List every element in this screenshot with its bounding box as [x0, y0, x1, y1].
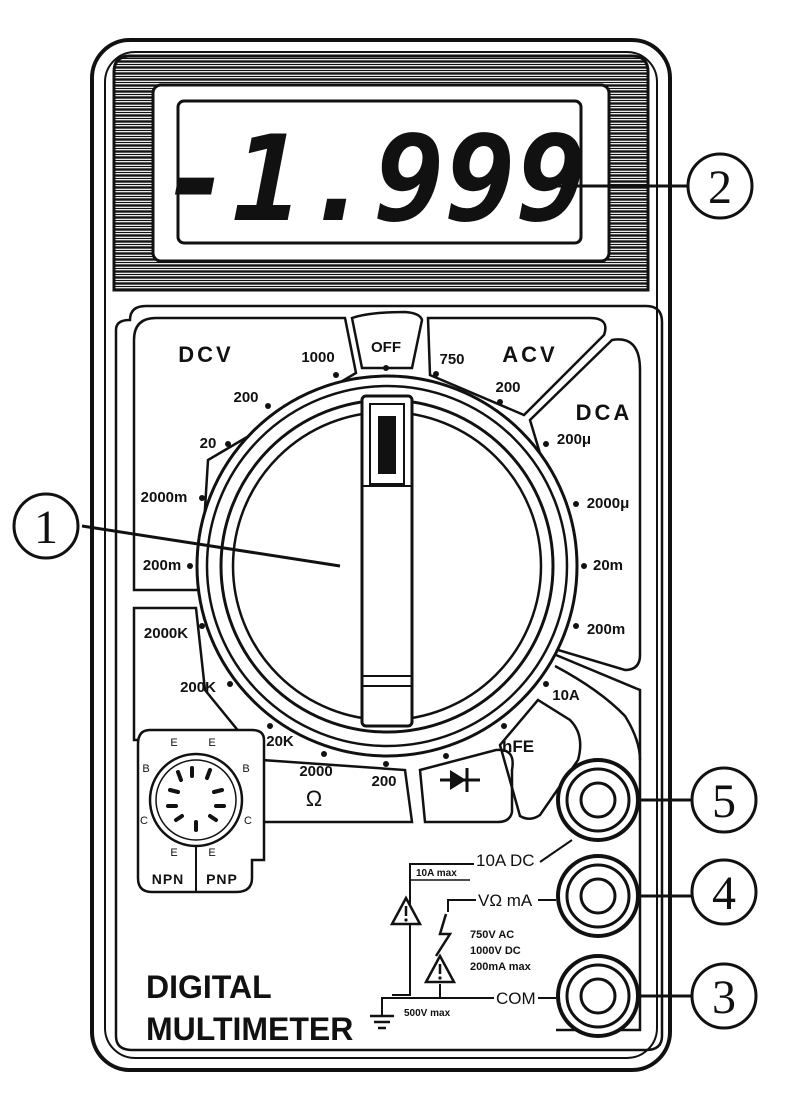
dca-range-200u: 200μ: [557, 431, 591, 448]
label-npn: NPN: [152, 871, 185, 887]
dcv-range-20: 20: [200, 435, 217, 452]
svg-text:E: E: [170, 847, 177, 859]
ohm-range-200: 200: [371, 773, 396, 790]
jack-5[interactable]: [556, 758, 640, 842]
label-com: COM: [496, 989, 536, 1008]
dca-range-10a: 10A: [552, 687, 580, 704]
dcv-range-200: 200: [233, 389, 258, 406]
svg-text:B: B: [142, 763, 149, 775]
svg-text:E: E: [170, 737, 177, 749]
jack-4[interactable]: [556, 854, 640, 938]
dcv-range-1000: 1000: [301, 349, 334, 366]
rotary-switch[interactable]: [195, 374, 579, 758]
svg-text:1: 1: [34, 501, 58, 554]
dcv-range-2000m: 2000m: [141, 489, 188, 506]
callout-1-leader: [81, 524, 341, 568]
diode-icon: [440, 768, 480, 792]
label-v-ohm-ma: VΩ mA: [478, 891, 533, 910]
callout-2: 2: [686, 152, 754, 220]
acv-range-200: 200: [495, 379, 520, 396]
ohm-range-20k: 20K: [266, 733, 294, 750]
ohm-range-2000k: 2000K: [144, 625, 188, 642]
svg-text:E: E: [208, 737, 215, 749]
svg-text:3: 3: [712, 971, 736, 1024]
svg-text:4: 4: [712, 867, 736, 920]
rating-200ma-max: 200mA max: [470, 961, 532, 973]
label-off: OFF: [371, 339, 401, 356]
label-ohm: Ω: [306, 786, 322, 811]
switch-pointer: [378, 416, 396, 474]
dcv-range-200m: 200m: [143, 557, 181, 574]
ground-icon: [370, 1014, 394, 1030]
label-10a-max: 10A max: [416, 868, 457, 879]
label-hfe: hFE: [502, 737, 534, 756]
label-10a-dc: 10A DC: [476, 851, 535, 870]
label-pnp: PNP: [206, 871, 238, 887]
svg-text:2: 2: [708, 161, 732, 214]
svg-text:C: C: [244, 815, 252, 827]
ohm-range-200k: 200K: [180, 679, 216, 696]
svg-text:5: 5: [712, 775, 736, 828]
svg-text:E: E: [208, 847, 215, 859]
rating-1000v-dc: 1000V DC: [470, 945, 521, 957]
callout-5: 5: [690, 766, 758, 834]
callout-4: 4: [690, 858, 758, 926]
svg-text:B: B: [242, 763, 249, 775]
callout-3: 3: [690, 962, 758, 1030]
dca-range-200m: 200m: [587, 621, 625, 638]
label-dca: DCA: [576, 400, 633, 425]
callout-1: 1: [12, 492, 80, 560]
jack-labels: 10A DC 10A max VΩ mA 750V AC 1000V DC 20…: [381, 839, 573, 1019]
brand-line-1: DIGITAL: [146, 969, 272, 1005]
meter-body-inner: [104, 51, 658, 1059]
warning-icon: [423, 953, 457, 984]
label-dcv: DCV: [178, 342, 233, 367]
ohm-range-2000: 2000: [299, 763, 332, 780]
rating-750v-ac: 750V AC: [470, 929, 514, 941]
acv-range-750: 750: [439, 351, 464, 368]
dca-range-2000u: 2000μ: [587, 495, 630, 512]
label-acv: ACV: [502, 342, 557, 367]
display-bezel: [112, 54, 650, 292]
jack-3[interactable]: [556, 954, 640, 1038]
label-500v-max: 500V max: [404, 1008, 451, 1019]
svg-text:C: C: [140, 815, 148, 827]
brand-line-2: MULTIMETER: [146, 1011, 353, 1047]
transistor-socket[interactable]: E E B B C C E E NPN PNP: [136, 728, 266, 894]
dca-range-20m: 20m: [593, 557, 623, 574]
dial-labels: OFF DCV 1000 200 20 2000m 200m ACV 750 2…: [141, 339, 633, 811]
lcd-reading: -1.999: [161, 110, 587, 248]
warning-icon: [389, 895, 423, 926]
